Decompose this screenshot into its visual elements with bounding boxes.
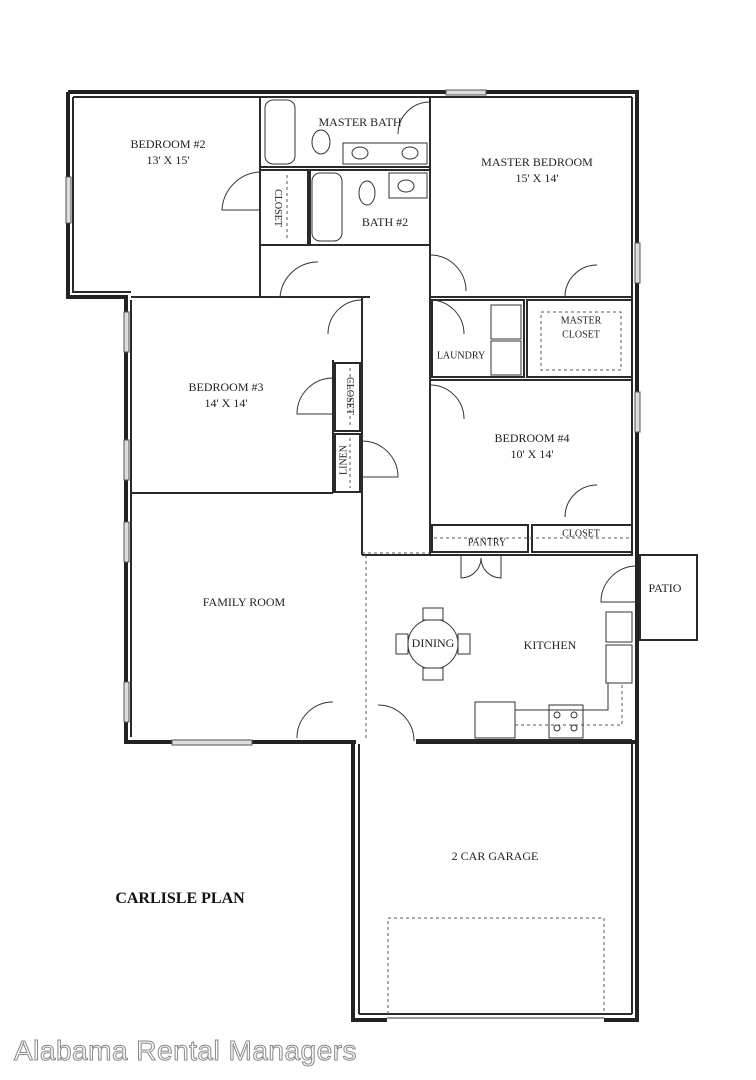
garage-door-outline — [387, 917, 605, 1014]
room-master-bedroom: MASTER BEDROOM 15' X 14' — [481, 154, 593, 186]
room-master-bath: MASTER BATH — [318, 114, 402, 129]
room-size: 13' X 15' — [146, 153, 190, 167]
windows — [65, 89, 641, 746]
room-dining: DINING — [411, 635, 455, 650]
room-name: BEDROOM #2 — [130, 136, 206, 151]
room-closet-bedroom-3: CLOSET — [343, 377, 355, 415]
room-size: 15' X 14' — [515, 171, 559, 185]
room-patio: PATIO — [648, 580, 682, 595]
room-name: BEDROOM #3 — [188, 379, 264, 394]
room-closet-bedroom-4: CLOSET — [562, 528, 600, 540]
room-closet-bedroom-2: CLOSET — [271, 189, 283, 227]
room-master-closet: MASTER CLOSET — [561, 315, 602, 342]
room-linen: LINEN — [338, 445, 350, 475]
room-name: BEDROOM #4 — [494, 430, 570, 445]
room-name-line1: MASTER — [560, 315, 602, 327]
room-bedroom-4: BEDROOM #4 10' X 14' — [494, 430, 569, 462]
doors — [221, 101, 638, 742]
room-size: 14' X 14' — [204, 396, 248, 410]
room-garage: 2 CAR GARAGE — [451, 848, 539, 863]
patio-outline — [639, 554, 698, 641]
room-bedroom-2: BEDROOM #2 13' X 15' — [130, 136, 205, 168]
room-kitchen: KITCHEN — [523, 637, 577, 652]
room-bath-2: BATH #2 — [361, 214, 409, 229]
room-laundry: LAUNDRY — [436, 350, 486, 362]
fixtures — [264, 99, 633, 739]
watermark: Alabama Rental Managers — [13, 1035, 358, 1067]
room-name-line2: CLOSET — [562, 329, 600, 340]
room-name: MASTER BEDROOM — [481, 154, 593, 169]
room-pantry: PANTRY — [467, 537, 507, 549]
room-size: 10' X 14' — [510, 447, 554, 461]
room-bedroom-3: BEDROOM #3 14' X 14' — [188, 379, 263, 411]
room-family-room: FAMILY ROOM — [202, 594, 286, 609]
plan-title: CARLISLE PLAN — [115, 890, 245, 907]
